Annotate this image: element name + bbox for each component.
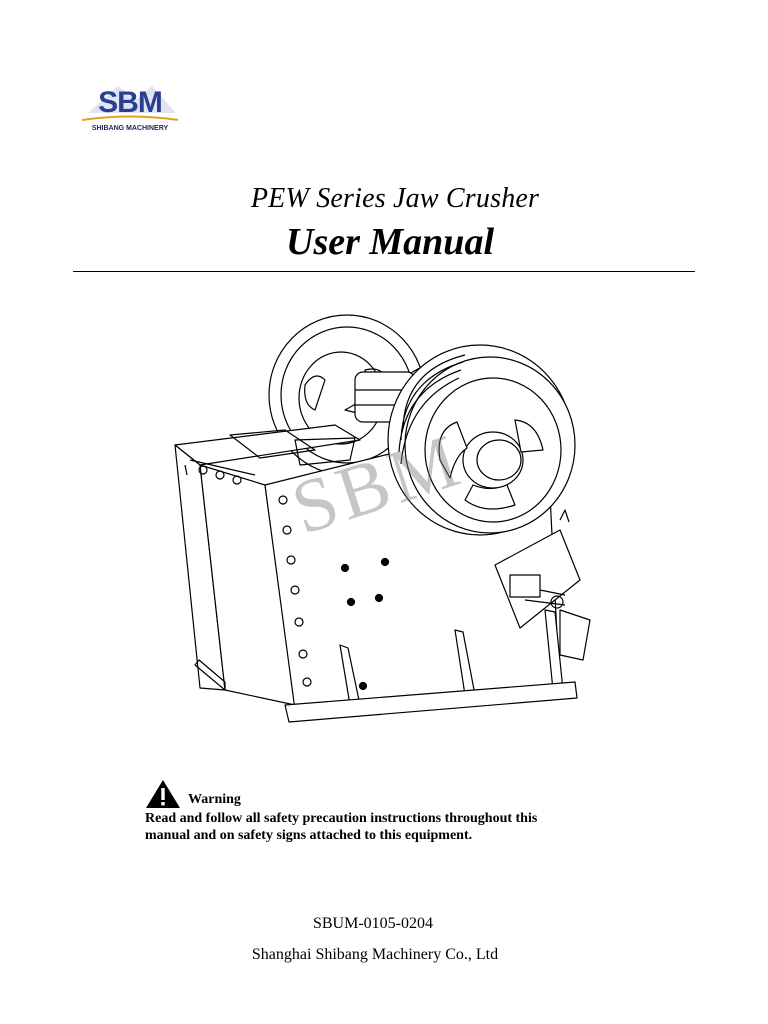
warning-line: Read and follow all safety precaution in… bbox=[145, 811, 538, 826]
warning-label: Warning bbox=[188, 792, 241, 807]
document-title: User Manual bbox=[286, 221, 494, 263]
warning-text: Read and follow all safety precaution in… bbox=[145, 810, 605, 844]
jaw-crusher-drawing bbox=[165, 310, 605, 730]
logo-tagline: SHIBANG MACHINERY bbox=[92, 125, 169, 132]
logo-text: SBM bbox=[98, 86, 162, 119]
company-name: Shanghai Shibang Machinery Co., Ltd bbox=[251, 946, 499, 963]
warning-line: manual and on safety signs attached to t… bbox=[145, 828, 473, 843]
document-subtitle: PEW Series Jaw Crusher bbox=[250, 183, 540, 214]
document-code: SBUM-0105-0204 bbox=[312, 915, 433, 932]
company-logo: SBM SHIBANG MACHINERY bbox=[78, 80, 182, 136]
title-divider bbox=[73, 271, 695, 272]
warning-triangle-icon bbox=[145, 779, 181, 809]
